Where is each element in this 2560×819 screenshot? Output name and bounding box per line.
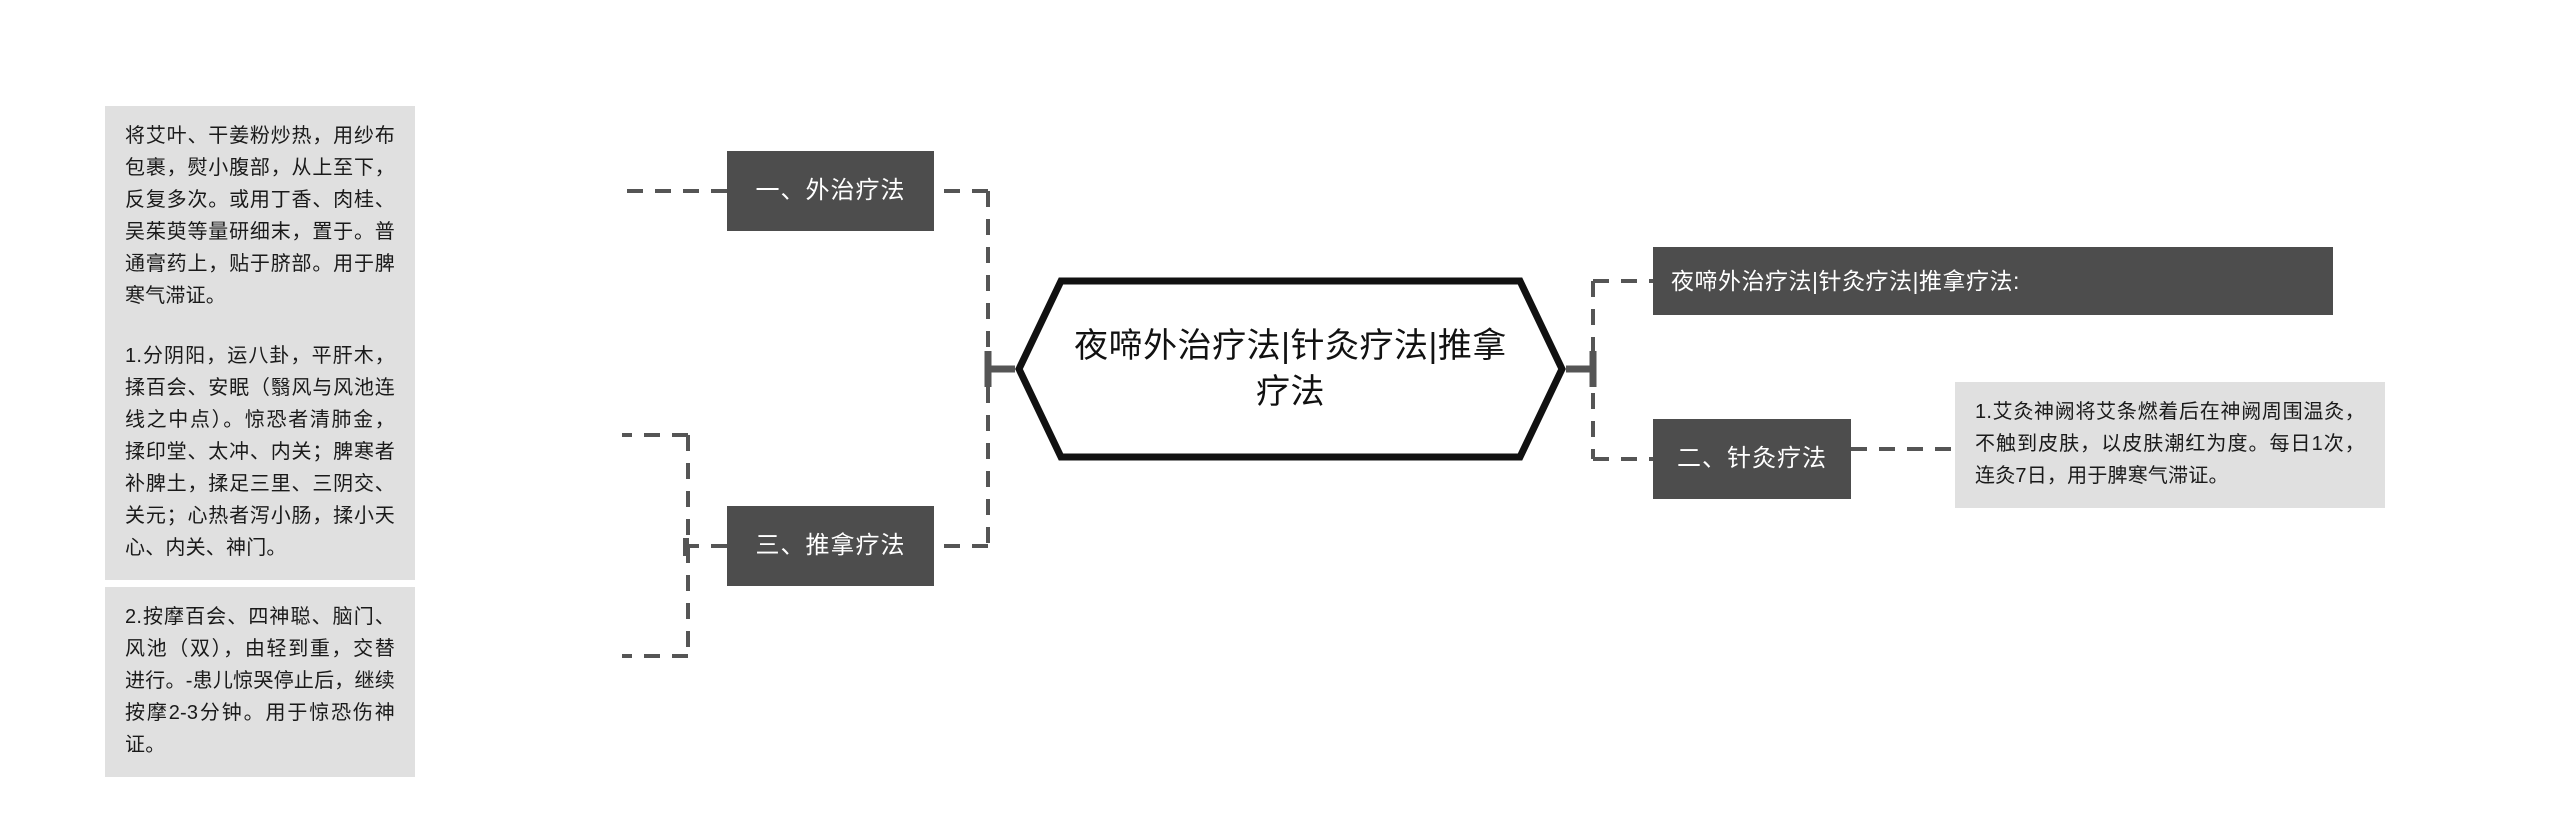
- category-acupuncture-therapy-label: 二、针灸疗法: [1677, 445, 1827, 472]
- category-external-treatment[interactable]: 一、外治疗法: [727, 151, 934, 231]
- root-node-label: 夜啼外治疗法|针灸疗法|推拿疗法: [1074, 327, 1507, 411]
- detail-box-acupuncture-1: 1.艾灸神阙将艾条燃着后在神阙周围温灸，不触到皮肤，以皮肤潮红为度。每日1次，连…: [1955, 382, 2385, 508]
- category-tuina-therapy[interactable]: 三、推拿疗法: [727, 506, 934, 586]
- detail-box-tuina-1: 1.分阴阳，运八卦，平肝木，揉百会、安眠（翳风与风池连线之中点）。惊恐者清肺金，…: [105, 326, 415, 580]
- hexagon-outline-icon: [1015, 277, 1566, 461]
- category-title-heading-label: 夜啼外治疗法|针灸疗法|推拿疗法:: [1671, 268, 2020, 294]
- detail-box-tuina-2: 2.按摩百会、四神聪、脑门、风池（双），由轻到重，交替进行。-患儿惊哭停止后，继…: [105, 587, 415, 777]
- root-node[interactable]: 夜啼外治疗法|针灸疗法|推拿疗法: [1015, 277, 1566, 461]
- category-tuina-therapy-label: 三、推拿疗法: [755, 532, 906, 559]
- root-hexagon-shape: 夜啼外治疗法|针灸疗法|推拿疗法: [1015, 277, 1566, 461]
- detail-box-external-1: 将艾叶、干姜粉炒热，用纱布包裹，熨小腹部，从上至下，反复多次。或用丁香、肉桂、吴…: [105, 106, 415, 328]
- category-acupuncture-therapy[interactable]: 二、针灸疗法: [1653, 419, 1851, 499]
- category-external-treatment-label: 一、外治疗法: [755, 177, 906, 204]
- category-title-heading[interactable]: 夜啼外治疗法|针灸疗法|推拿疗法:: [1653, 247, 2333, 315]
